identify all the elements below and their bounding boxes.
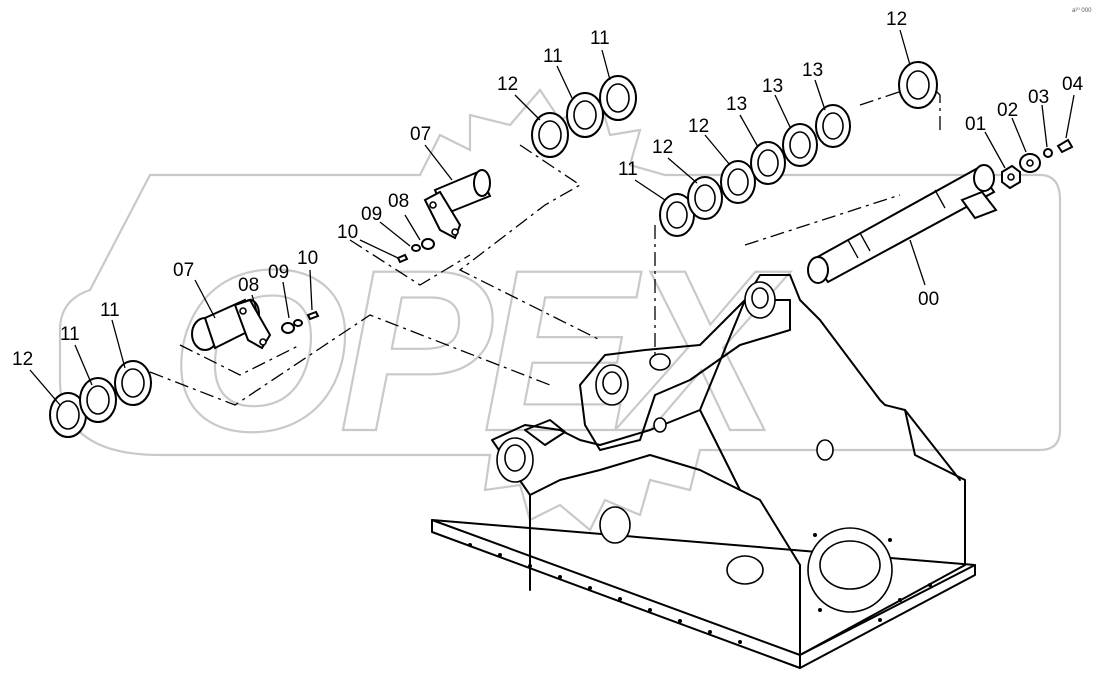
callout-13: 13 (726, 94, 747, 115)
callout-08: 08 (238, 275, 259, 296)
callout-04: 04 (1062, 74, 1084, 95)
callout-00: 00 (918, 289, 939, 310)
callout-11: 11 (100, 300, 120, 321)
frame-base-plate (431, 519, 976, 669)
callout-07: 07 (173, 260, 194, 281)
callout-12: 12 (497, 74, 518, 95)
callout-09: 09 (268, 262, 289, 283)
callout-12: 12 (886, 9, 907, 30)
pin-assembly-lower (191, 298, 320, 351)
callout-labels: 12 11 11 07 08 09 10 10 09 08 07 12 11 1… (12, 9, 1084, 370)
main-shaft (807, 164, 998, 284)
callout-11: 11 (590, 28, 610, 49)
corner-note: a²⁰ 000 (1072, 7, 1092, 14)
callout-11: 11 (618, 159, 638, 180)
callout-02: 02 (997, 100, 1018, 121)
callout-11: 11 (543, 46, 563, 67)
frame-side-plates (491, 274, 966, 656)
watermark-text: OPEX (170, 222, 791, 479)
callout-13: 13 (802, 60, 823, 81)
shaft-fasteners (1001, 138, 1074, 190)
assembly-lines (149, 74, 941, 406)
callout-10: 10 (297, 248, 318, 269)
frame-pivot-block (524, 281, 791, 451)
callout-13: 13 (762, 76, 783, 97)
callout-07: 07 (410, 124, 431, 145)
pin-assembly-upper (396, 169, 492, 264)
callout-03: 03 (1028, 87, 1049, 108)
callout-01: 01 (965, 114, 986, 135)
callout-09: 09 (361, 204, 382, 225)
callout-11: 11 (60, 324, 80, 345)
leader-lines (29, 29, 1075, 406)
callout-12: 12 (652, 137, 673, 158)
watermark-logo: OPEX (58, 88, 1062, 532)
callout-12: 12 (688, 116, 709, 137)
callout-08: 08 (388, 191, 409, 212)
callout-10: 10 (337, 222, 358, 243)
washers (49, 61, 938, 438)
callout-12: 12 (12, 349, 33, 370)
